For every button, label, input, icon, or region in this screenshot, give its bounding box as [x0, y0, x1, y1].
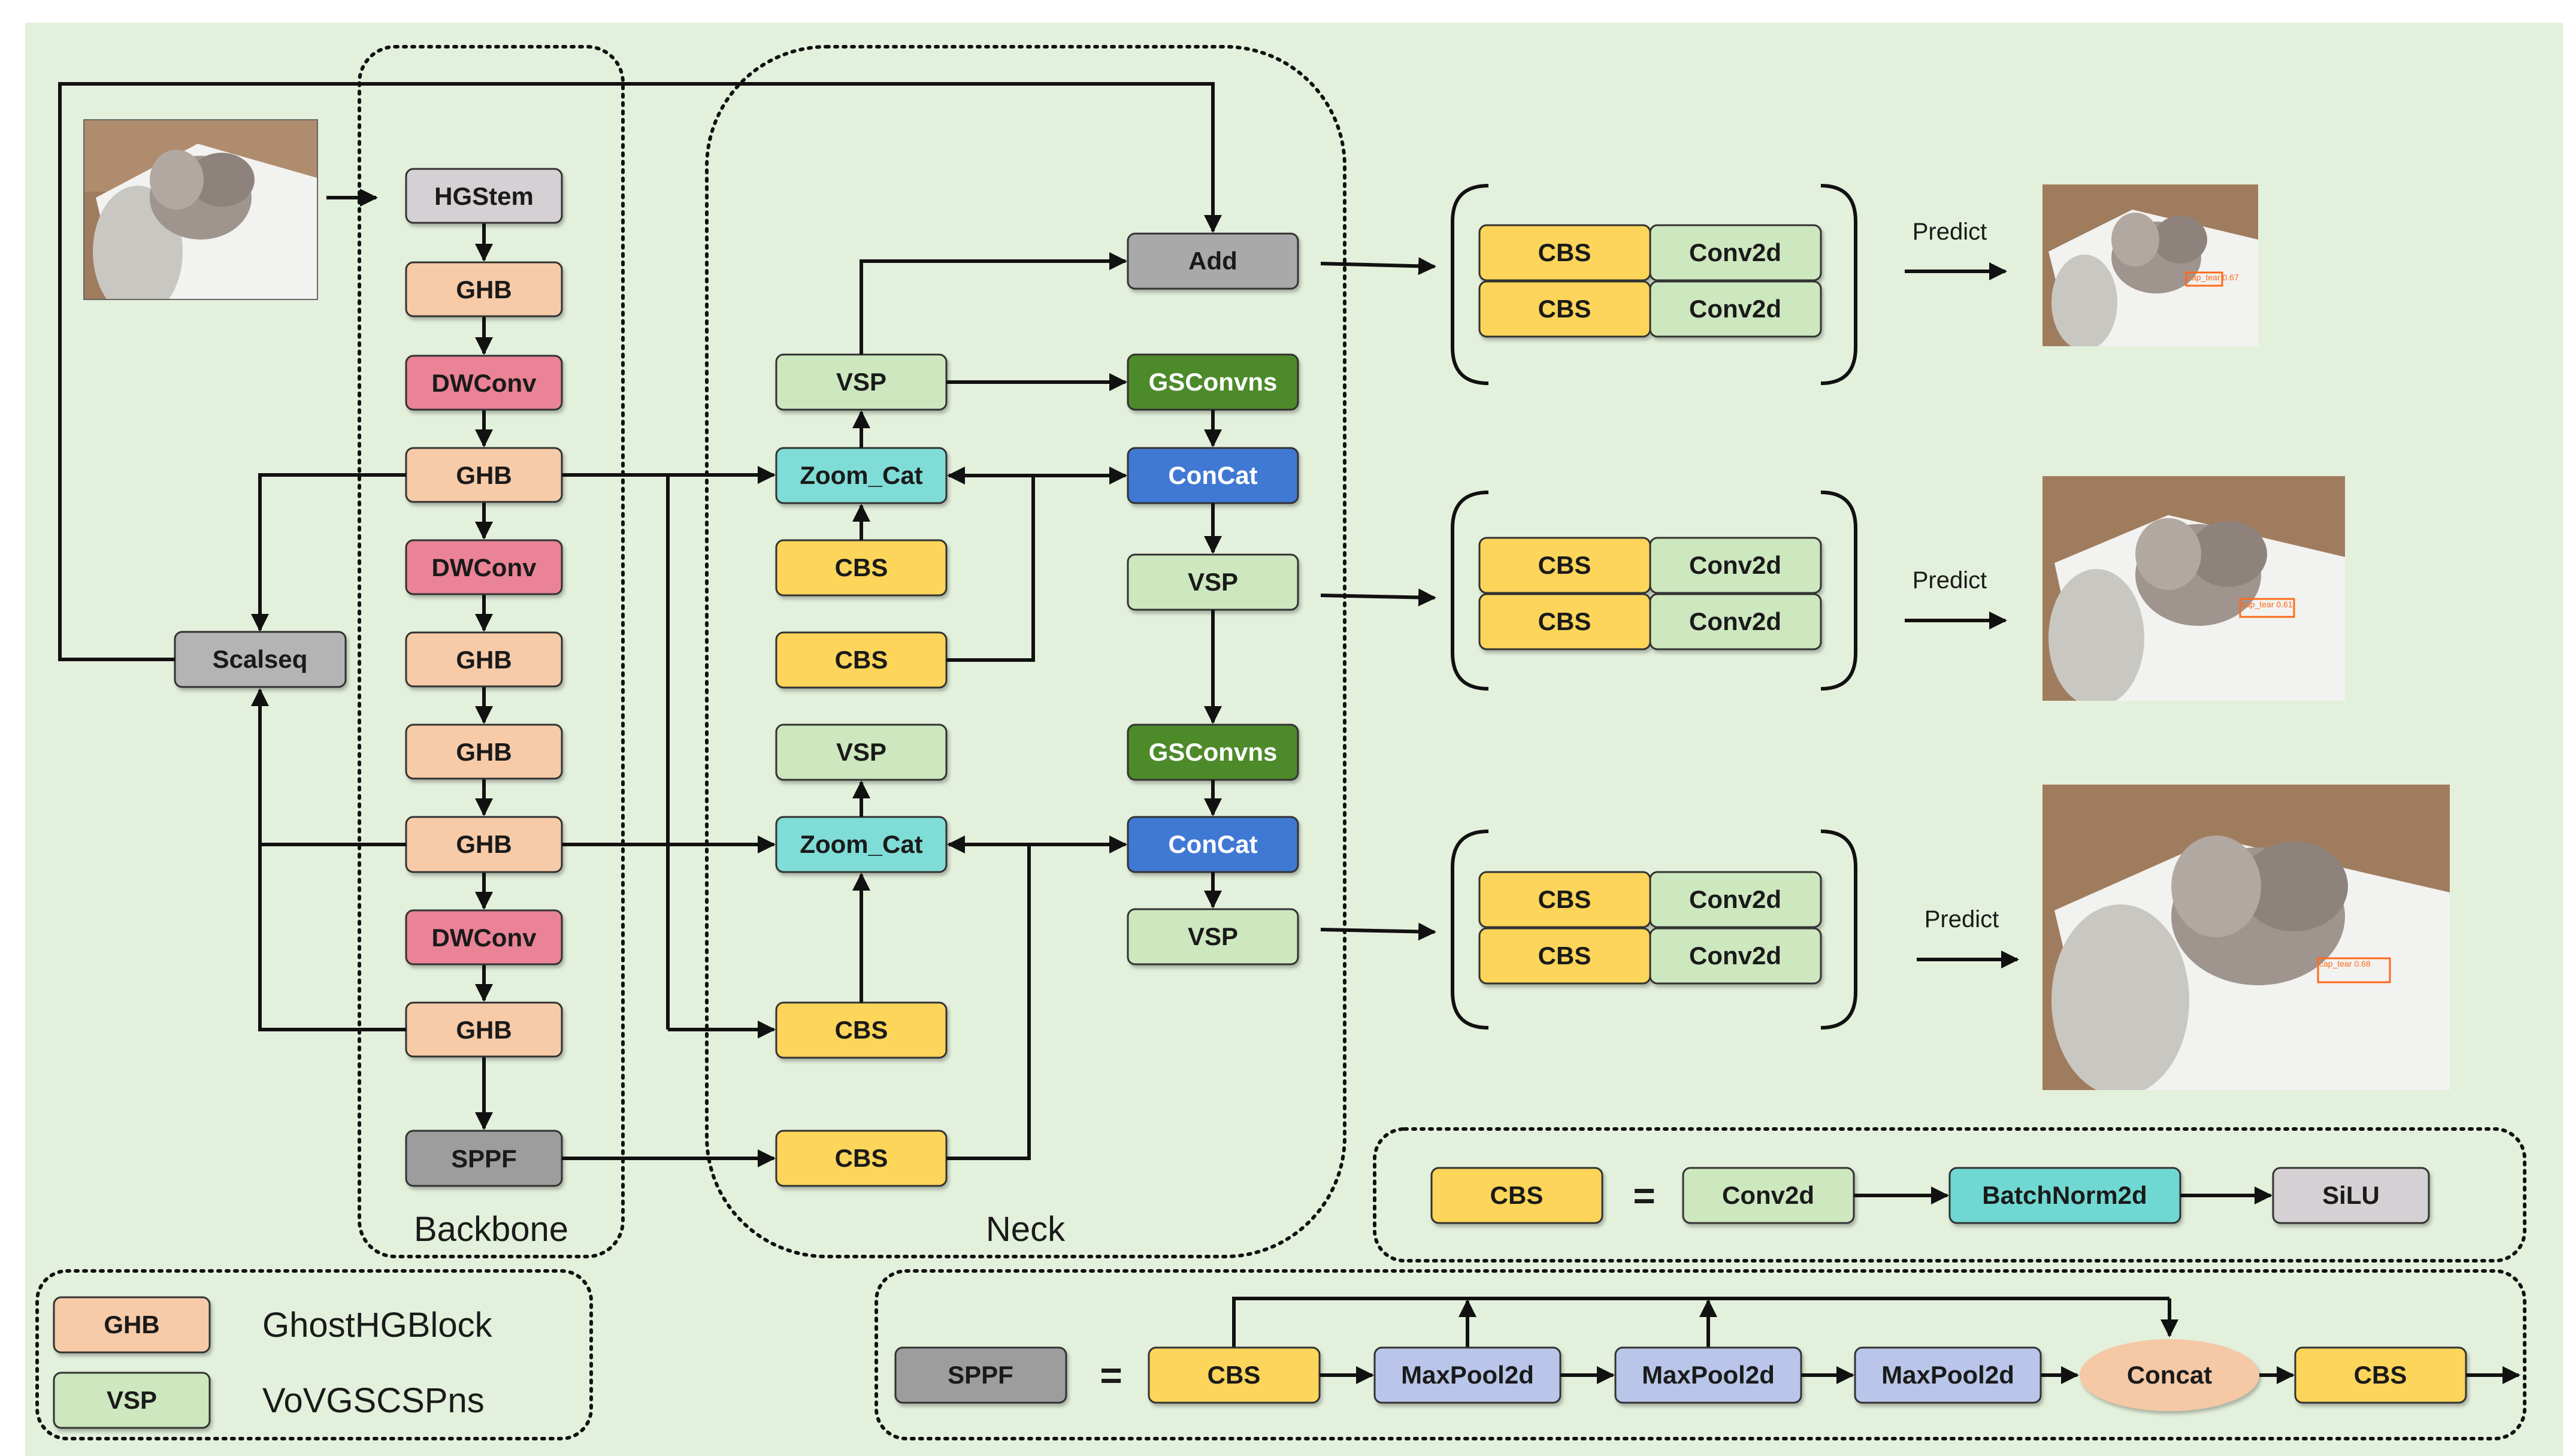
neck-region	[705, 45, 1346, 1258]
dwconv-label-1: DWConv	[432, 369, 537, 397]
neck-label: Neck	[986, 1210, 1066, 1249]
head-3: CBS Conv2d CBS Conv2d Predict	[1451, 830, 2019, 1030]
cbs-def-lhs	[1430, 1167, 1603, 1224]
vsp-box-4	[1127, 908, 1299, 965]
ghb-box-3	[405, 631, 563, 688]
cbs-def-silu	[2272, 1167, 2430, 1224]
head3-conv2d-1	[1649, 871, 1822, 928]
cbs-definition-region	[1373, 1127, 2526, 1263]
ghb-label-5: GHB	[456, 830, 512, 858]
sppf-def-cbs-in-label: CBS	[1208, 1361, 1261, 1389]
cbs-def-batchnorm2d-label: BatchNorm2d	[1982, 1181, 2147, 1209]
ghb-box-4	[405, 724, 563, 780]
cbs-def-lhs-label: CBS	[1490, 1181, 1544, 1209]
vsp-label-3: VSP	[836, 738, 886, 766]
head3-conv-label-1: Conv2d	[1689, 885, 1781, 913]
head2-conv-label-2: Conv2d	[1689, 607, 1781, 635]
ghb-label-6: GHB	[456, 1016, 512, 1044]
head2-conv2d-2	[1649, 593, 1822, 650]
prediction-1-label: cap_tear 0.67	[2187, 273, 2239, 282]
vsp-box-3	[775, 724, 948, 781]
head2-cbs-label-2: CBS	[1538, 607, 1591, 635]
head3-cbs-label-2: CBS	[1538, 942, 1591, 970]
sppf-def-equals: =	[1100, 1354, 1122, 1397]
concat-label-1: ConCat	[1168, 461, 1257, 489]
prediction-3-label: cap_tear 0.68	[2319, 959, 2371, 968]
sppf-def-lhs	[894, 1346, 1067, 1404]
hgstem-label: HGStem	[434, 182, 534, 210]
head2-conv2d-1	[1649, 537, 1822, 594]
add-label: Add	[1188, 247, 1237, 275]
ghb-label-2: GHB	[456, 461, 512, 489]
input-image	[83, 119, 318, 300]
head1-cbs-label-2: CBS	[1538, 295, 1591, 323]
head1-conv-label-2: Conv2d	[1689, 295, 1781, 323]
sppf-def-maxpool-1-label: MaxPool2d	[1401, 1361, 1534, 1389]
head-2: CBS Conv2d CBS Conv2d Predict	[1451, 491, 2007, 691]
cbs-label-neck-4: CBS	[835, 1144, 888, 1172]
dwconv-box-3	[405, 909, 563, 965]
vsp-label-1: VSP	[836, 368, 886, 396]
zoomcat-label-1: Zoom_Cat	[800, 461, 922, 489]
head1-cbs-label-1: CBS	[1538, 238, 1591, 267]
cbs-label-neck-3: CBS	[835, 1016, 888, 1044]
head2-cbs-label-1: CBS	[1538, 551, 1591, 579]
ghb-label-4: GHB	[456, 738, 512, 766]
hgstem-box	[405, 168, 563, 224]
legend-ghb-swatch	[53, 1296, 211, 1354]
prediction-image-1: cap_tear 0.67	[2042, 184, 2258, 346]
legend-ghb-full: GhostHGBlock	[262, 1306, 493, 1345]
ghb-box-1	[405, 261, 563, 317]
sppf-def-lhs-label: SPPF	[948, 1361, 1013, 1389]
backbone-label: Backbone	[414, 1210, 568, 1249]
head3-predict-label: Predict	[1924, 906, 1999, 933]
dwconv-label-2: DWConv	[432, 553, 537, 582]
legend-region	[35, 1269, 593, 1440]
sppf-def-maxpool-2-label: MaxPool2d	[1642, 1361, 1775, 1389]
scalseq-label: Scalseq	[213, 645, 308, 673]
cbs-def-conv2d-label: Conv2d	[1722, 1181, 1814, 1209]
cbs-label-neck-2: CBS	[835, 646, 888, 674]
cbs-def-equals: =	[1633, 1174, 1655, 1217]
head2-predict-label: Predict	[1913, 567, 1987, 594]
head3-conv2d-2	[1649, 927, 1822, 985]
sppf-def-maxpool-3-label: MaxPool2d	[1881, 1361, 2014, 1389]
backbone-region	[358, 45, 625, 1258]
gsconvns-label-2: GSConvns	[1149, 738, 1278, 766]
prediction-image-2: cap_tear 0.61	[2042, 476, 2345, 701]
gsconvns-label-1: GSConvns	[1149, 368, 1278, 396]
legend-vsp-abbr: VSP	[107, 1386, 157, 1414]
head1-conv2d-1	[1649, 224, 1822, 281]
prediction-image-3: cap_tear 0.68	[2042, 785, 2450, 1090]
sppf-def-concat	[2080, 1339, 2259, 1411]
legend-ghb-abbr: GHB	[104, 1310, 159, 1339]
head-1: CBS Conv2d CBS Conv2d Predict	[1451, 184, 2007, 385]
head1-conv2d-2	[1649, 280, 1822, 338]
head2-conv-label-1: Conv2d	[1689, 551, 1781, 579]
head3-cbs-label-1: CBS	[1538, 885, 1591, 913]
sppf-label: SPPF	[451, 1145, 517, 1173]
head1-conv-label-1: Conv2d	[1689, 238, 1781, 267]
zoomcat-label-2: Zoom_Cat	[800, 830, 922, 858]
legend-vsp-swatch	[53, 1372, 211, 1429]
ghb-label-3: GHB	[456, 646, 512, 674]
dwconv-box-2	[405, 539, 563, 595]
sppf-definition-region	[874, 1269, 2526, 1440]
vsp-label-4: VSP	[1188, 922, 1238, 951]
cbs-def-silu-label: SiLU	[2322, 1181, 2380, 1209]
ghb-label-1: GHB	[456, 276, 512, 304]
vsp-label-2: VSP	[1188, 568, 1238, 596]
prediction-2-label: cap_tear 0.61	[2241, 600, 2293, 609]
concat-label-2: ConCat	[1168, 830, 1257, 858]
dwconv-label-3: DWConv	[432, 924, 537, 952]
sppf-def-concat-label: Concat	[2127, 1361, 2212, 1389]
cbs-label-neck-1: CBS	[835, 553, 888, 582]
sppf-def-cbs-out-label: CBS	[2354, 1361, 2407, 1389]
add-box	[1127, 232, 1299, 290]
head3-conv-label-2: Conv2d	[1689, 942, 1781, 970]
legend-vsp-full: VoVGSCSPns	[262, 1381, 485, 1420]
dwconv-box-1	[405, 355, 563, 411]
head1-predict-label: Predict	[1913, 219, 1987, 245]
